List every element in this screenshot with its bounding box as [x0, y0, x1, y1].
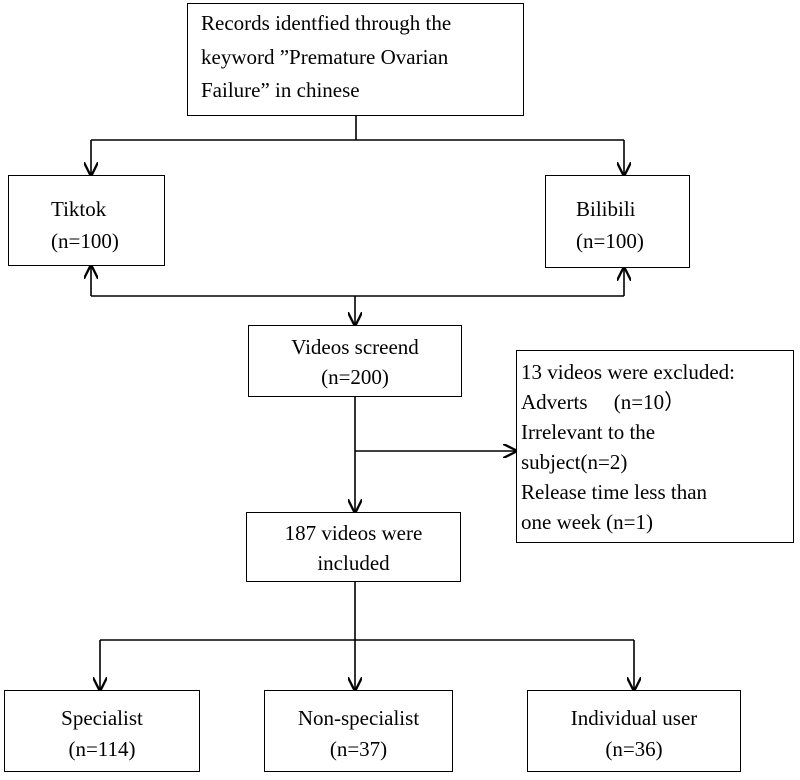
specialist-count: (n=114) — [68, 737, 136, 761]
connector-categories-split — [100, 582, 634, 641]
included-line-2: included — [317, 551, 390, 575]
bilibili-box: Bilibili (n=100) — [545, 175, 690, 268]
tiktok-count: (n=100) — [51, 229, 119, 253]
individual-user-count: (n=36) — [605, 737, 663, 761]
identification-box: Records identfied through the keyword ”P… — [187, 3, 524, 116]
non-specialist-box: Non-specialist (n=37) — [264, 690, 453, 772]
non-specialist-name: Non-specialist — [297, 706, 420, 730]
excluded-line-4: subject(n=2) — [521, 450, 628, 474]
identification-line-2: keyword ”Premature Ovarian — [201, 45, 449, 69]
connector-identification-split — [91, 116, 624, 141]
tiktok-box: Tiktok (n=100) — [8, 175, 165, 266]
identification-line-3: Failure” in chinese — [201, 78, 360, 102]
excluded-box: 13 videos were excluded: Adverts (n=10） … — [516, 350, 794, 543]
screened-label: Videos screend — [291, 335, 419, 359]
included-line-1: 187 videos were — [284, 521, 423, 545]
identification-line-1: Records identfied through the — [201, 11, 452, 35]
excluded-line-6: one week (n=1) — [521, 510, 653, 534]
screened-box: Videos screend (n=200) — [248, 325, 462, 397]
screened-count: (n=200) — [321, 365, 389, 389]
tiktok-name: Tiktok — [51, 197, 107, 221]
bilibili-name: Bilibili — [576, 197, 636, 221]
bilibili-count: (n=100) — [576, 229, 644, 253]
excluded-line-3: Irrelevant to the — [521, 420, 656, 444]
individual-user-box: Individual user (n=36) — [527, 690, 741, 772]
individual-user-name: Individual user — [570, 706, 698, 730]
specialist-name: Specialist — [61, 706, 143, 730]
excluded-line-5: Release time less than — [521, 480, 708, 504]
included-box: 187 videos were included — [246, 512, 461, 582]
excluded-line-1: 13 videos were excluded: — [521, 360, 736, 384]
specialist-box: Specialist (n=114) — [4, 690, 200, 772]
non-specialist-count: (n=37) — [329, 737, 388, 761]
excluded-line-2: Adverts (n=10） — [521, 390, 686, 414]
